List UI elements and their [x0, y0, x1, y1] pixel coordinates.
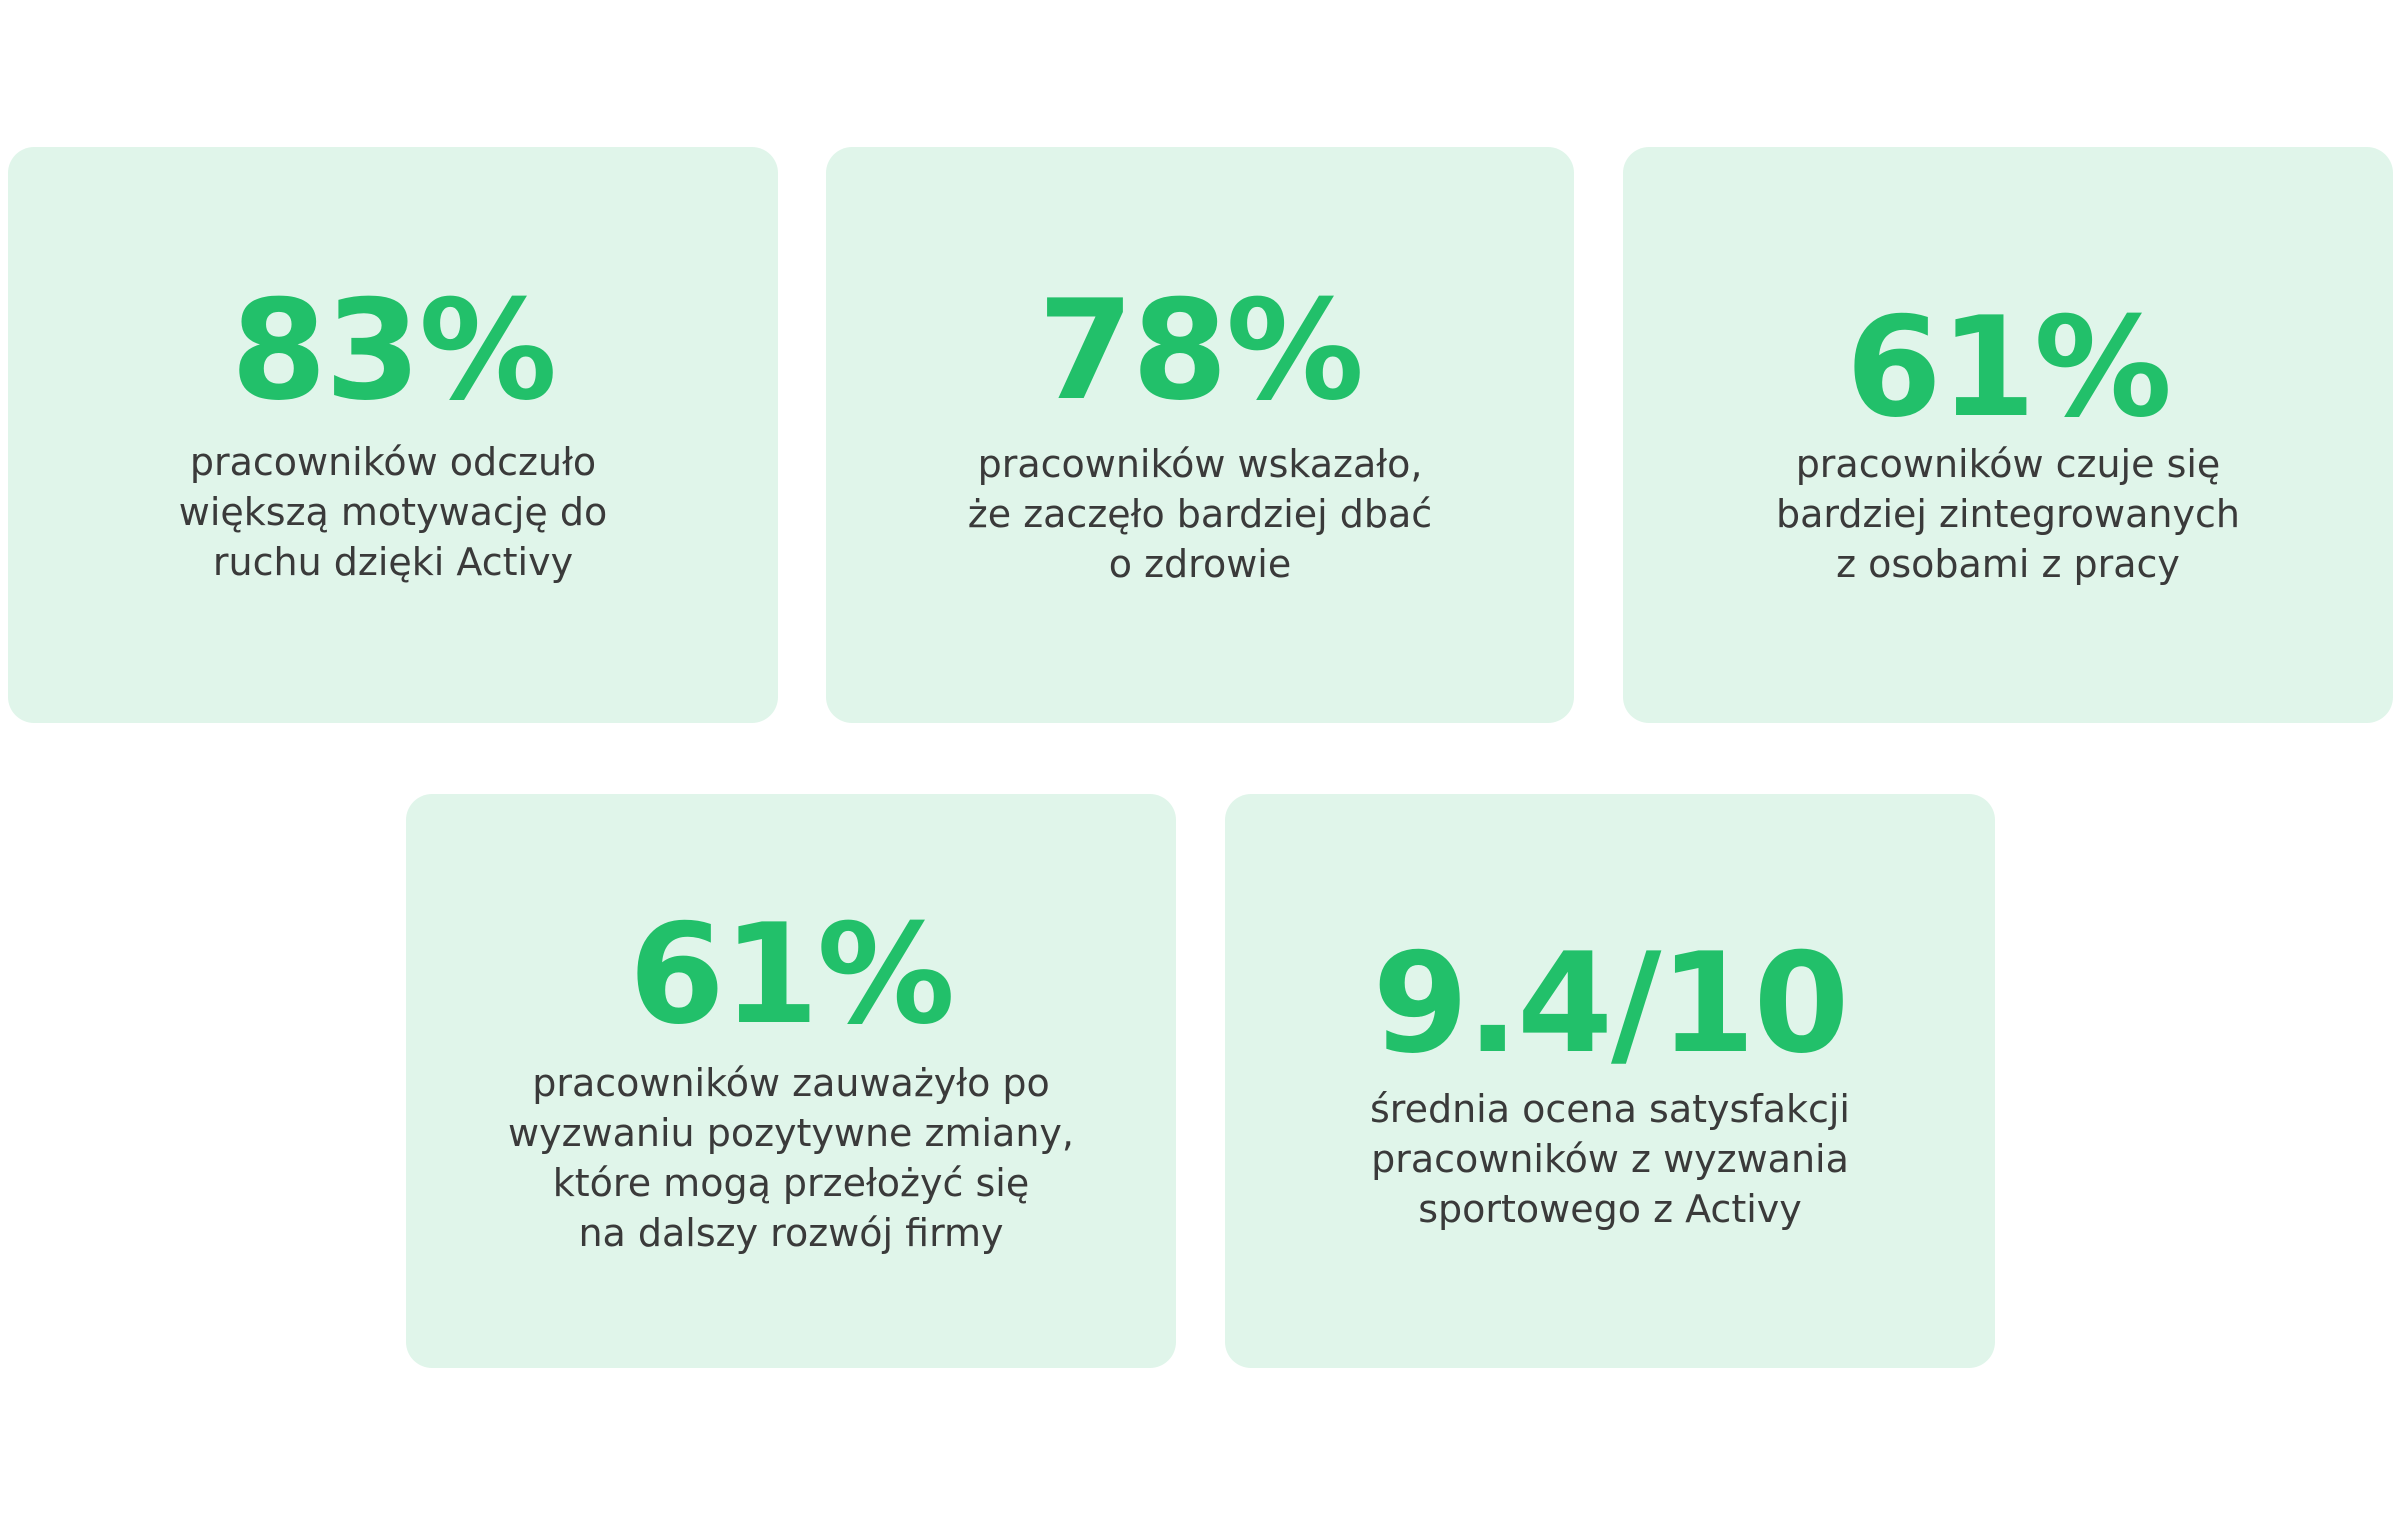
description-line: które mogą przełożyć się — [552, 1161, 1030, 1205]
description-line: bardziej zintegrowanych — [1776, 492, 2240, 536]
stat-description: pracowników zauważyło po wyzwaniu pozyty… — [406, 1058, 1176, 1258]
stat-value: 9.4/10 — [1372, 923, 1850, 1084]
stat-description: pracowników wskazało, że zaczęło bardzie… — [826, 439, 1574, 589]
stat-value: 61% — [628, 894, 955, 1055]
description-line: na dalszy rozwój firmy — [578, 1211, 1004, 1255]
description-line: że zaczęło bardziej dbać — [967, 492, 1433, 536]
description-line: wyzwaniu pozytywne zmiany, — [508, 1111, 1074, 1155]
stat-card-satisfaction: 9.4/10 średnia ocena satysfakcji pracown… — [1225, 794, 1995, 1368]
description-line: pracowników z wyzwania — [1371, 1137, 1849, 1181]
description-line: pracowników czuje się — [1795, 442, 2221, 486]
stat-card-company-development: 61% pracowników zauważyło po wyzwaniu po… — [406, 794, 1176, 1368]
stat-card-motivation: 83% pracowników odczuło większą motywacj… — [8, 147, 778, 723]
stat-value: 78% — [1037, 270, 1364, 431]
stat-card-integration: 61% pracowników czuje się bardziej zinte… — [1623, 147, 2393, 723]
description-line: pracowników zauważyło po — [532, 1061, 1050, 1105]
stat-description: średnia ocena satysfakcji pracowników z … — [1225, 1084, 1995, 1234]
stat-card-health: 78% pracowników wskazało, że zaczęło bar… — [826, 147, 1574, 723]
stat-description: pracowników odczuło większą motywację do… — [8, 437, 778, 587]
description-line: o zdrowie — [1108, 542, 1292, 586]
description-line: z osobami z pracy — [1836, 542, 2180, 586]
description-line: pracowników wskazało, — [977, 442, 1423, 486]
stat-value: 83% — [230, 270, 557, 431]
stat-description: pracowników czuje się bardziej zintegrow… — [1623, 439, 2393, 589]
description-line: średnia ocena satysfakcji — [1369, 1087, 1850, 1131]
description-line: większą motywację do — [178, 490, 608, 534]
description-line: sportowego z Activy — [1418, 1187, 1802, 1231]
stat-value: 61% — [1845, 287, 2172, 448]
description-line: pracowników odczuło — [189, 440, 597, 484]
description-line: ruchu dzięki Activy — [212, 540, 574, 584]
